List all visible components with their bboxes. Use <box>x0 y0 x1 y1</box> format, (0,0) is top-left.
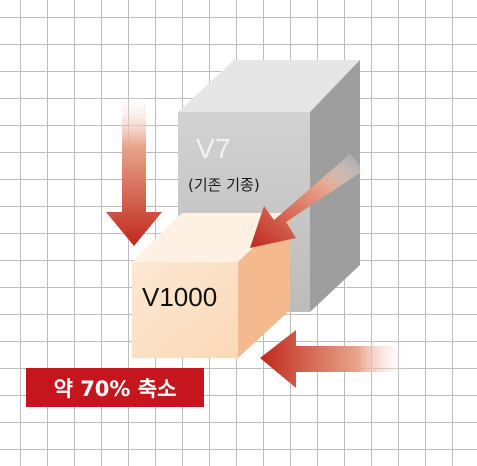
old-cube-top <box>178 60 360 112</box>
arrow-diagonal-icon <box>250 154 364 248</box>
new-model-cube <box>132 213 290 358</box>
new-cube-top <box>132 213 290 262</box>
old-model-note: (기존 기종) <box>188 176 260 194</box>
new-cube-front <box>132 262 238 358</box>
arrow-left-icon <box>260 330 410 388</box>
new-model-name: V1000 <box>142 282 218 312</box>
old-model-name: V7 <box>196 133 232 164</box>
new-cube-side <box>238 213 290 358</box>
arrow-down-icon <box>106 92 162 246</box>
reduction-badge: 약 70% 축소 <box>26 368 204 407</box>
